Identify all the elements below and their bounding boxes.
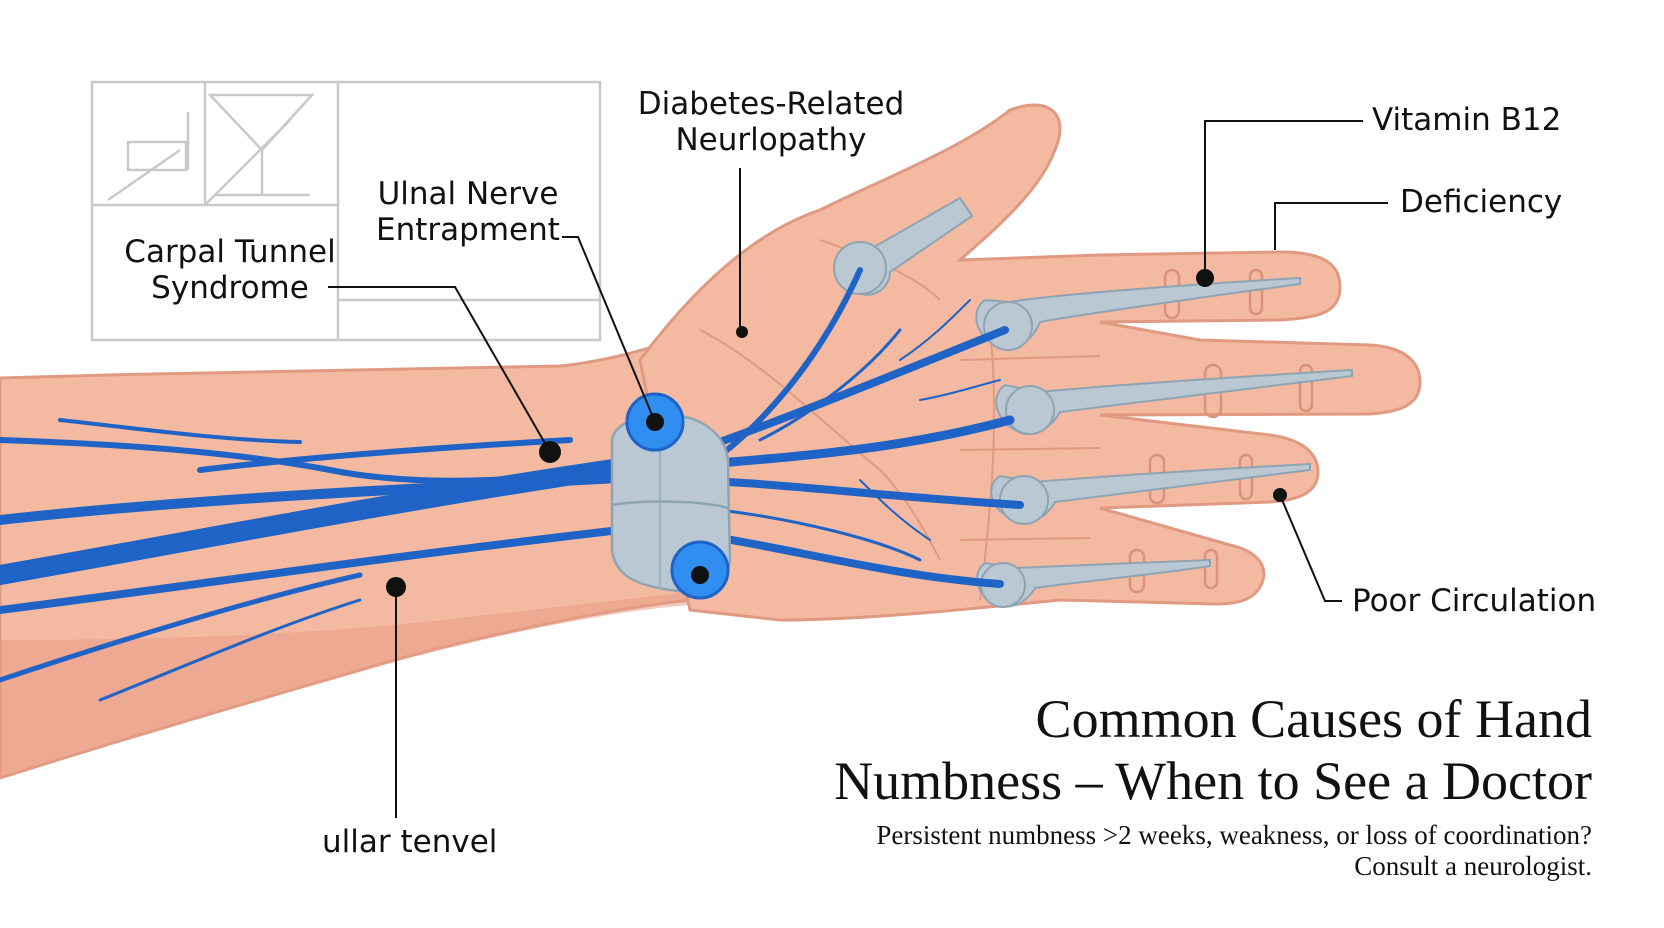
- label-vitamin-b12: Vitamin B12: [1372, 102, 1562, 138]
- label-deficiency: Deficiency: [1400, 184, 1563, 220]
- leader-dots: [386, 269, 1287, 597]
- label-ulnar-nerve-entrapment: Ulnal Nerve Entrapment: [376, 176, 560, 248]
- label-poor-circulation: Poor Circulation: [1352, 583, 1597, 619]
- label-carpal-tunnel: Carpal Tunnel Syndrome: [124, 234, 336, 306]
- label-ulnar-tunnel: ullar tenvel: [322, 824, 498, 860]
- title-line-1: Common Causes of Hand: [1035, 689, 1592, 749]
- subtitle-line-1: Persistent numbness >2 weeks, weakness, …: [876, 820, 1592, 850]
- title-line-2: Numbness – When to See a Doctor: [834, 751, 1592, 811]
- doctor-advice-text: Persistent numbness >2 weeks, weakness, …: [612, 820, 1592, 882]
- page-title: Common Causes of Hand Numbness – When to…: [612, 688, 1592, 812]
- finger-bones: [833, 196, 1353, 608]
- leader-lines: [328, 120, 1388, 818]
- subtitle-line-2: Consult a neurologist.: [1354, 851, 1592, 881]
- inset-sketch-box: [90, 80, 602, 342]
- label-diabetes-neuropathy: Diabetes-Related Neurlopathy: [637, 86, 905, 158]
- forearm-shadow: [0, 592, 690, 778]
